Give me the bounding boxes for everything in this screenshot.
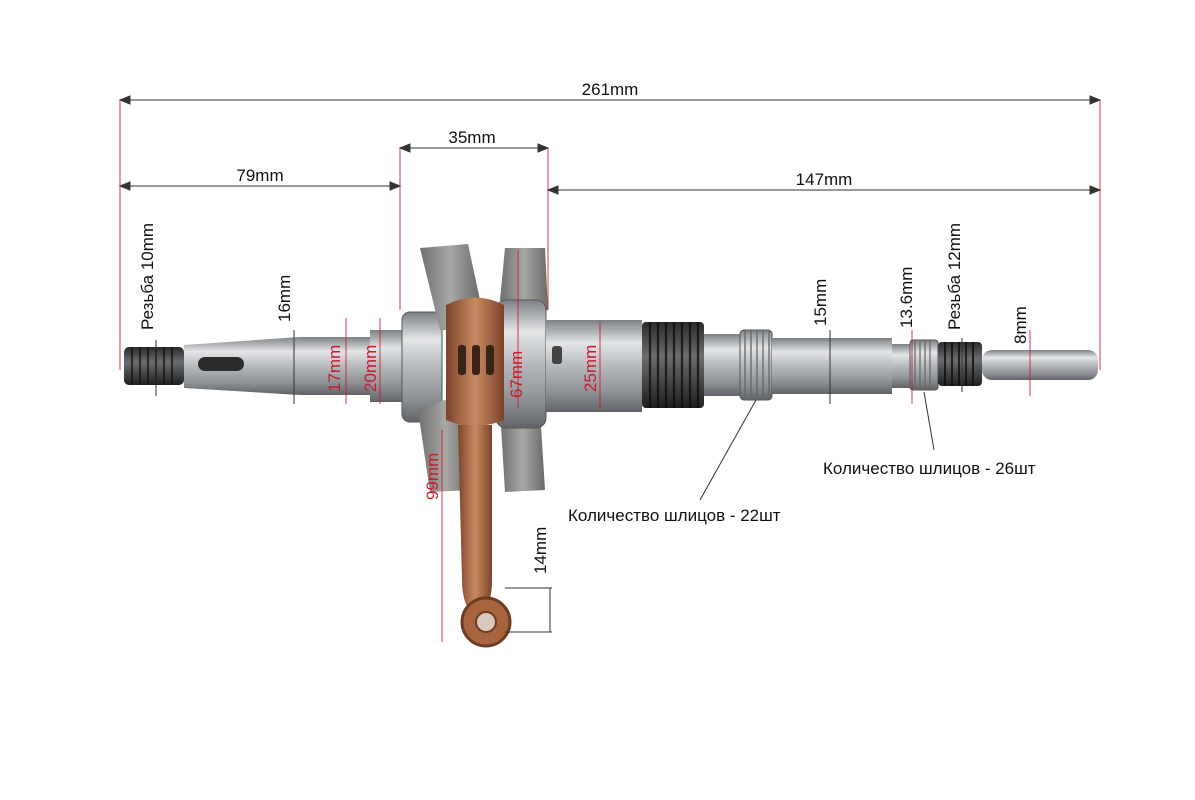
dim-16: 16mm bbox=[275, 275, 294, 322]
dim-right-thread: Резьба 12mm bbox=[945, 223, 964, 330]
dim-20: 20mm bbox=[361, 345, 380, 392]
note-splines-22: Количество шлицов - 22шт bbox=[568, 506, 781, 525]
dim-14: 14mm bbox=[531, 527, 550, 574]
dim-25: 25mm bbox=[581, 345, 600, 392]
dim-8: 8mm bbox=[1011, 306, 1030, 344]
red-dimension-lines bbox=[119, 100, 1101, 642]
crankshaft-picture bbox=[124, 244, 1098, 648]
dim-total-length: 261mm bbox=[582, 80, 639, 99]
dim-13-6: 13.6mm bbox=[897, 267, 916, 328]
dimension-lines bbox=[118, 95, 1102, 633]
dim-right-shaft: 147mm bbox=[796, 170, 853, 189]
dim-17: 17mm bbox=[325, 345, 344, 392]
dim-left-shaft: 79mm bbox=[236, 166, 283, 185]
dim-left-thread: Резьба 10mm bbox=[138, 223, 157, 330]
note-splines-26: Количество шлицов - 26шт bbox=[823, 459, 1036, 478]
dim-15: 15mm bbox=[811, 279, 830, 326]
dim-crank-width: 35mm bbox=[448, 128, 495, 147]
dim-67: 67mm bbox=[507, 351, 526, 398]
dim-99: 99mm bbox=[423, 453, 442, 500]
